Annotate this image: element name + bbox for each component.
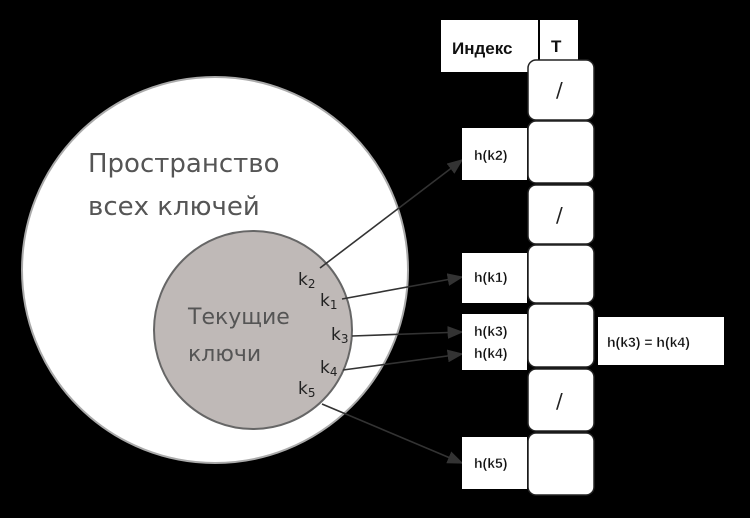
arrow-k2 <box>319 159 464 269</box>
hash-label-k2: h(k2) <box>474 147 507 163</box>
slot-0 <box>527 59 595 121</box>
hash-label-k4: h(k4) <box>474 345 507 361</box>
arrow-k5 <box>321 403 464 464</box>
current-label-line1: Текущие <box>187 305 290 330</box>
hash-label-k5: h(k5) <box>474 455 507 471</box>
header-index-cell <box>441 20 538 72</box>
current-label-line2: ключи <box>188 342 261 367</box>
collision-note-box <box>598 317 724 365</box>
slot-4 <box>527 303 595 368</box>
key-k3: k3 <box>331 325 349 346</box>
hash-label-k1: h(k1) <box>474 269 507 285</box>
current-keys-circle <box>153 230 353 430</box>
slot-3 <box>527 244 595 304</box>
slot-6 <box>527 432 595 496</box>
arrow-k4 <box>342 349 464 371</box>
arrow-k1 <box>341 273 464 300</box>
header-t: T <box>551 37 562 56</box>
header-t-cell <box>540 20 578 60</box>
hash-label-k3: h(k3) <box>474 323 507 339</box>
slot-5-null: / <box>556 389 563 413</box>
hash-label-box-k2 <box>462 128 527 180</box>
collision-note: h(k3) = h(k4) <box>607 334 690 350</box>
hash-label-box-k1 <box>462 253 527 303</box>
slot-2-null: / <box>556 203 563 227</box>
slot-5 <box>527 368 595 432</box>
key-k2: k2 <box>298 270 316 291</box>
slot-0-null: / <box>556 78 563 102</box>
universe-label-line2: всех ключей <box>88 192 260 222</box>
universe-label-line1: Пространство <box>88 149 280 179</box>
slot-2 <box>527 184 595 245</box>
hash-label-box-k3k4 <box>462 314 527 370</box>
key-k4: k4 <box>320 358 338 379</box>
key-k5: k5 <box>298 379 316 400</box>
arrow-k3 <box>351 326 464 339</box>
header-index: Индекс <box>452 39 512 58</box>
key-k1: k1 <box>320 291 338 312</box>
slot-1 <box>527 120 595 184</box>
hash-label-box-k5 <box>462 437 527 489</box>
